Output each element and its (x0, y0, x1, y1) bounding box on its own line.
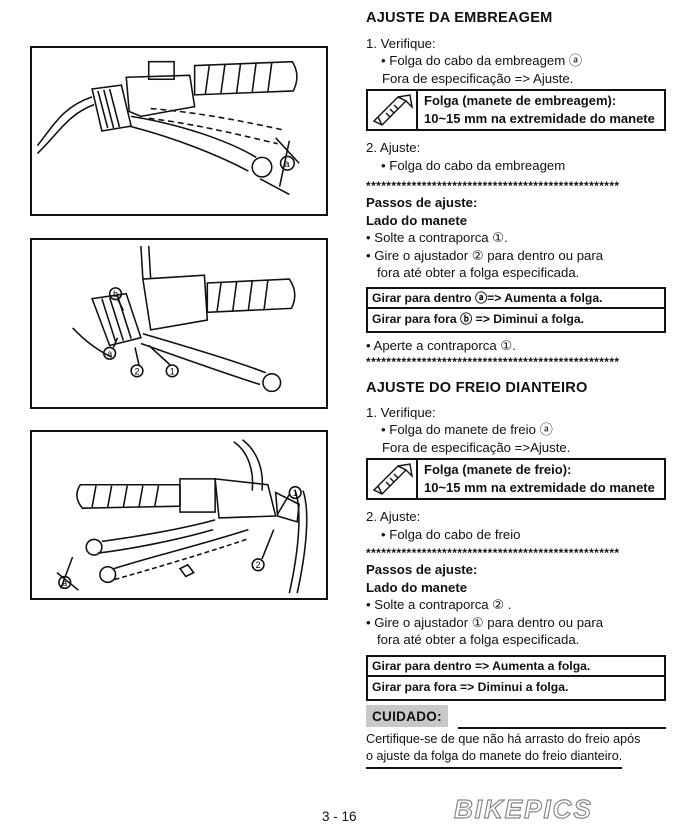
fig3-label-1: 1 (293, 488, 298, 498)
clutch-step1: 1. Verifique: (366, 35, 436, 51)
clutch-side-title: Lado do manete (366, 212, 468, 228)
brake-side-title: Lado do manete (366, 579, 468, 595)
brake-bullet-1: • Solte a contraporca ② . (366, 597, 512, 612)
svg-text:BIKEPICS: BIKEPICS (454, 794, 593, 824)
separator-stars-3: ****************************************… (366, 546, 620, 560)
clutch-spec-line2: 10~15 mm na extremidade do manete (424, 111, 655, 126)
fig2-label-2: 2 (135, 366, 140, 376)
clutch-direction-in: Girar para dentro ⓐ=> Aumenta a folga. (366, 286, 666, 309)
brake-spec-line1: Folga (manete de freio): (424, 462, 572, 477)
clutch-spec-line1: Folga (manete de embreagem): (424, 93, 617, 108)
clutch-step1-item: • Folga do cabo da embreagem ⓐ (381, 53, 583, 68)
brake-bullet-2b: fora até obter a folga especificada. (377, 632, 580, 647)
text-column: AJUSTE DA EMBREAGEM 1. Verifique: • Folg… (366, 10, 666, 769)
clutch-bullet-1: • Solte a contraporca ①. (366, 230, 508, 245)
clutch-direction-out: Girar para fora ⓑ => Diminui a folga. (366, 308, 666, 333)
fig2-label-a: a (107, 349, 112, 359)
separator-stars-2: ****************************************… (366, 355, 620, 369)
brake-direction-in: Girar para dentro => Aumenta a folga. (366, 654, 666, 677)
fig2-label-b: b (113, 289, 118, 299)
clutch-lever-drawing: a (36, 60, 300, 196)
brake-steps-title: Passos de ajuste: (366, 562, 478, 577)
page-number: 3 - 16 (322, 809, 357, 824)
clutch-step2-item: • Folga do cabo da embreagem (381, 157, 566, 173)
brake-direction-out: Girar para fora => Diminui a folga. (366, 676, 666, 701)
brake-step1-note: Fora de especificação =>Ajuste. (382, 439, 571, 455)
brake-step2-item: • Folga do cabo de freio (381, 526, 521, 542)
brake-spec-box: Folga (manete de freio): 10~15 mm na ext… (366, 458, 666, 500)
clutch-spec-box: Folga (manete de embreagem): 10~15 mm na… (366, 89, 666, 131)
clutch-step2: 2. Ajuste: (366, 140, 421, 155)
brake-lever-drawing: 1 2 a (56, 439, 308, 594)
caution-rule (458, 726, 666, 729)
brake-section-title: AJUSTE DO FREIO DIANTEIRO (366, 380, 588, 396)
separator-stars: ****************************************… (366, 179, 620, 193)
fig3-label-a: a (62, 578, 67, 588)
caution-label: CUIDADO: (366, 704, 448, 727)
clutch-steps-title: Passos de ajuste: (366, 195, 478, 210)
caliper-icon (372, 91, 418, 129)
caliper-icon (372, 460, 418, 498)
caution-header: CUIDADO: (366, 704, 666, 731)
caution-line-2: o ajuste da folga do manete do freio dia… (366, 748, 623, 769)
clutch-bullet-2b: fora até obter a folga especificada. (377, 265, 580, 280)
caution-line-1: Certifique-se de que não há arrasto do f… (366, 731, 641, 746)
fig1-label-a: a (284, 159, 290, 170)
clutch-lever-figure: a (30, 46, 328, 216)
bikepics-logo: BIKEPICS (453, 793, 593, 824)
brake-step2: 2. Ajuste: (366, 509, 421, 524)
brake-spec-line2: 10~15 mm na extremidade do manete (424, 480, 655, 495)
brake-step1-item: • Folga do manete de freio ⓐ (381, 422, 553, 437)
clutch-bullet-3: • Aperte a contraporca ①. (366, 337, 516, 353)
clutch-adjuster-drawing: b a 2 1 (71, 245, 296, 393)
clutch-adjuster-figure: b a 2 1 (30, 238, 328, 409)
brake-step1: 1. Verifique: (366, 404, 436, 420)
brake-lever-figure: 1 2 a (30, 430, 328, 600)
fig3-label-2: 2 (256, 560, 261, 570)
clutch-step1-note: Fora de especificação => Ajuste. (382, 70, 574, 86)
brake-bullet-2a: • Gire o ajustador ① para dentro ou para (366, 614, 604, 630)
clutch-bullet-2a: • Gire o ajustador ② para dentro ou para (366, 247, 604, 263)
fig2-label-1: 1 (170, 366, 175, 376)
clutch-section-title: AJUSTE DA EMBREAGEM (366, 10, 553, 26)
